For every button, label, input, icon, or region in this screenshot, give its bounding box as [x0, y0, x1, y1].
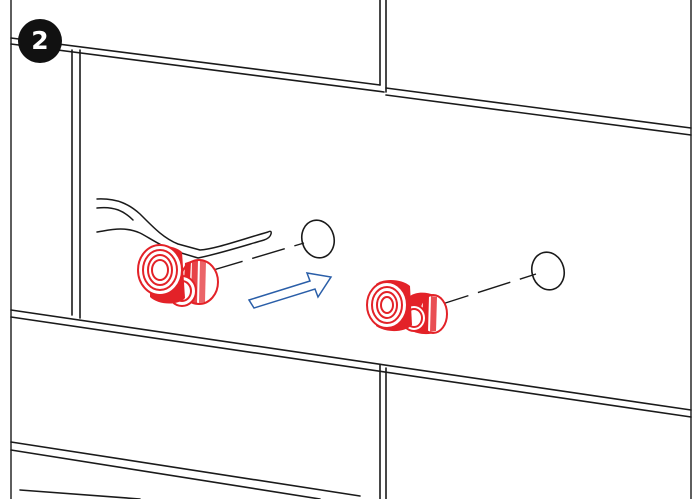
frame-edges [10, 0, 692, 499]
fitting-right [366, 280, 448, 335]
wall-hole-left [300, 219, 336, 259]
tile-wall [10, 0, 692, 499]
step-number-badge: 2 [18, 19, 62, 63]
alignment-lines [209, 242, 537, 307]
threaded-fitting-icon [366, 280, 448, 335]
threaded-fitting-icon [137, 244, 219, 307]
fitting-left [137, 244, 219, 307]
thermocouple-wire-icon [96, 198, 272, 259]
wall-hole-icon [300, 219, 566, 291]
direction-arrow-icon [247, 272, 333, 309]
wall-hole-right [530, 251, 566, 291]
